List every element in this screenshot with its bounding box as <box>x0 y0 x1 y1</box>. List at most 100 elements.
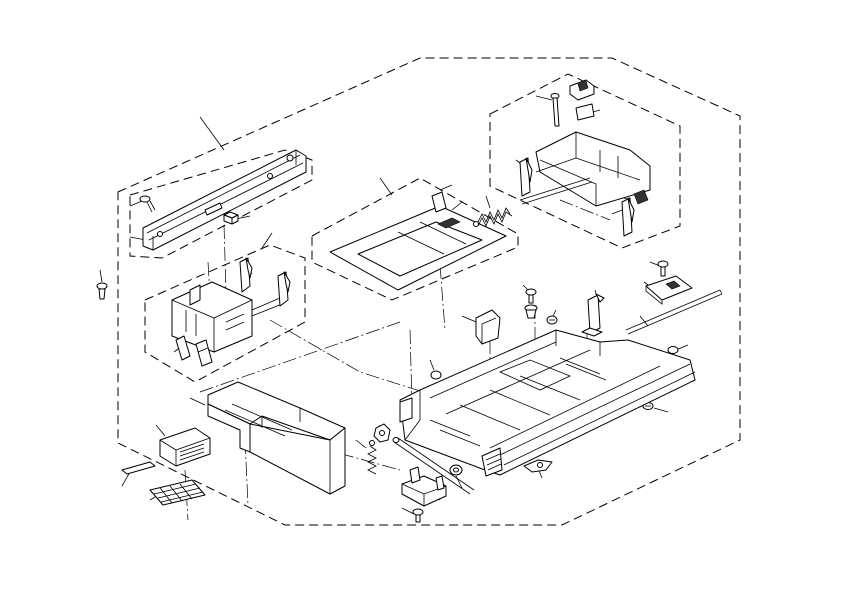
clip <box>621 197 635 237</box>
tray-wall <box>555 330 601 356</box>
screw-head <box>139 195 151 203</box>
center-line <box>439 264 446 331</box>
bracket-rod <box>251 297 283 317</box>
bottom-screw <box>412 508 424 523</box>
leader-line <box>611 209 623 215</box>
tray-slot <box>559 357 607 381</box>
rail-groove <box>146 154 301 234</box>
plate-body <box>645 275 693 301</box>
leader-line <box>261 232 273 249</box>
spring-coil <box>477 211 513 227</box>
assembly-boundaries <box>117 57 741 526</box>
tray-floor <box>429 341 557 399</box>
tray-body <box>399 329 696 476</box>
pressure-plate <box>645 275 693 305</box>
pin-shaft <box>552 97 560 127</box>
plate-pad <box>437 217 461 229</box>
main-assembly-outline <box>117 57 741 526</box>
shaft-line <box>397 437 475 491</box>
screw-head <box>412 508 424 516</box>
tray-wall <box>404 390 421 441</box>
front-cover <box>207 381 346 495</box>
pad <box>633 189 649 205</box>
plate-lip <box>645 286 663 305</box>
bracket-arm <box>189 284 201 306</box>
tray-rail <box>489 365 661 449</box>
plate-rib <box>397 231 445 255</box>
strip-body <box>121 461 156 475</box>
guide-body <box>475 309 501 345</box>
bracket-wall <box>575 157 641 181</box>
plate-rib <box>419 221 467 245</box>
screw-shaft <box>528 294 534 304</box>
leader-line <box>639 315 649 327</box>
rail-roller <box>286 154 294 162</box>
leader-line <box>653 407 669 413</box>
gear-bushing <box>449 464 463 476</box>
lever-body <box>401 475 447 507</box>
tray-wall <box>429 419 481 447</box>
right-screw <box>657 260 669 277</box>
spring-hook <box>473 221 479 227</box>
spring-coil <box>367 445 377 475</box>
leader-line <box>189 397 206 406</box>
spring-coil <box>477 207 511 223</box>
leader-line <box>121 471 131 487</box>
feed-guide <box>475 309 501 345</box>
leader-line <box>485 195 491 209</box>
lift-bracket-assembly <box>171 281 283 353</box>
tray-front-block-hatch <box>485 453 502 471</box>
clip-notch <box>197 347 209 353</box>
clip <box>239 257 253 293</box>
rail-subassembly-outline <box>129 149 313 259</box>
pad-square <box>633 189 649 205</box>
clip-hook <box>245 257 253 279</box>
paper-tray <box>399 329 696 477</box>
guide-face <box>481 317 497 344</box>
center-line <box>559 199 611 221</box>
center-line <box>199 321 401 393</box>
plate-tab <box>431 191 447 213</box>
clip <box>277 271 291 307</box>
clip-hook <box>525 157 533 183</box>
spring-hook <box>369 440 375 446</box>
bracket-foot <box>581 327 603 337</box>
plate-patch <box>665 280 681 290</box>
tray-latch <box>523 459 553 473</box>
latch-base <box>575 103 595 121</box>
rod-line <box>625 289 721 331</box>
tray-floor <box>498 359 572 391</box>
clip-hook <box>627 197 635 223</box>
leader-line <box>461 315 477 323</box>
center-line <box>244 439 249 506</box>
rod-line <box>627 293 723 335</box>
bracket-slot <box>225 313 245 331</box>
handle-edge <box>159 437 211 466</box>
leader-lines <box>99 95 689 515</box>
center-line <box>269 319 437 397</box>
tray-rail <box>503 371 696 466</box>
latch-pivot <box>537 462 543 468</box>
leader-line <box>199 116 225 151</box>
screw-head <box>525 288 537 296</box>
lift-lever <box>401 466 447 507</box>
bracket-body <box>587 294 601 334</box>
rail-block <box>223 211 239 225</box>
stand-bracket <box>581 293 605 337</box>
label-grid <box>153 483 204 504</box>
rail-roller <box>267 173 273 179</box>
small-clip <box>667 346 679 354</box>
bracket-rod <box>519 177 593 205</box>
screw-shaft <box>98 288 106 300</box>
bushing-hole <box>453 467 459 473</box>
center-line <box>223 224 227 293</box>
tray-floor <box>489 389 551 416</box>
latch-knob <box>577 80 589 92</box>
rail-groove <box>148 162 304 241</box>
shaft-end <box>392 437 400 443</box>
tray-floor <box>459 404 521 431</box>
guide-plate <box>329 191 507 291</box>
bracket-top <box>595 293 605 303</box>
bracket-slot <box>185 310 197 336</box>
